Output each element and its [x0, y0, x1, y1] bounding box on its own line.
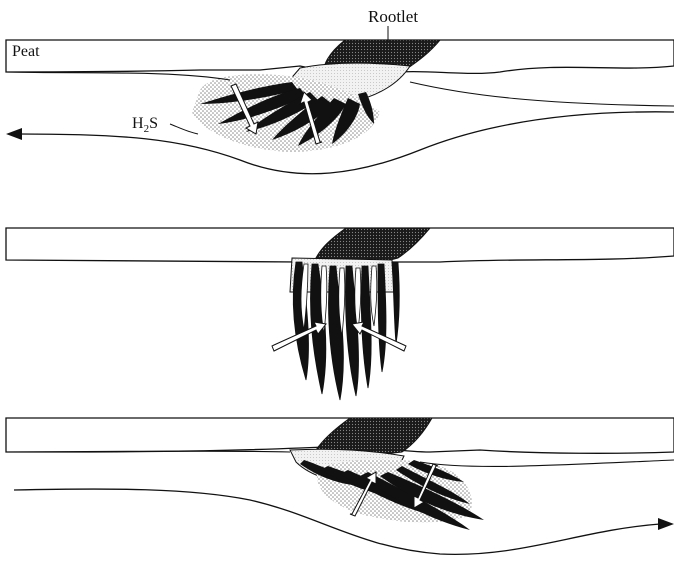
rootlet-label: Rootlet: [368, 7, 418, 26]
peat-label: Peat: [12, 43, 40, 60]
panel-bottom: [6, 418, 674, 554]
h2s-pointer: [170, 124, 198, 134]
flow-arrow-right-icon: [658, 518, 674, 530]
panel-top: Rootlet Peat H2S: [6, 7, 674, 174]
panel-middle: [6, 228, 674, 400]
h2s-label: H2S: [132, 115, 158, 135]
flow-arrow-left-icon: [6, 128, 22, 140]
